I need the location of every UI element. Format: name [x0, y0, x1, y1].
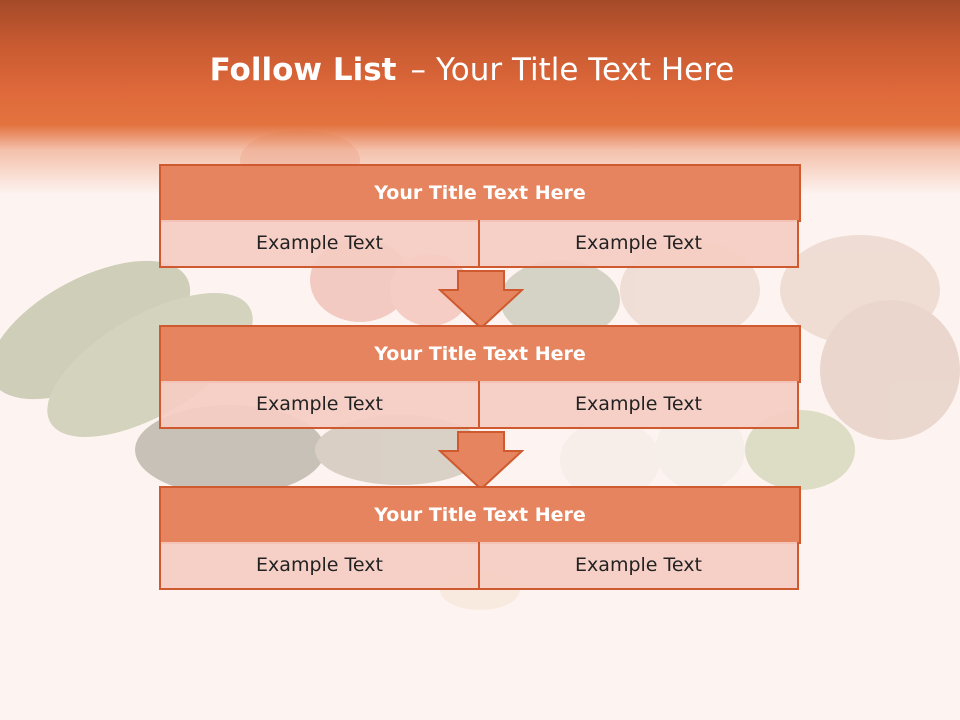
step-title: Your Title Text Here: [159, 486, 801, 544]
step-cell-right: Example Text: [478, 220, 799, 268]
title-rest: Your Title Text Here: [435, 52, 735, 88]
step-cell-left: Example Text: [159, 542, 480, 590]
step-cell-right: Example Text: [478, 542, 799, 590]
down-arrow-icon: [438, 270, 524, 330]
title-bold: Follow List: [209, 52, 397, 88]
step-title: Your Title Text Here: [159, 325, 801, 383]
step-cell-left: Example Text: [159, 381, 480, 429]
title-separator: –: [410, 52, 426, 88]
slide-title: Follow List–Your Title Text Here: [0, 52, 944, 88]
down-arrow-icon: [438, 431, 524, 491]
step-title: Your Title Text Here: [159, 164, 801, 222]
step-cell-left: Example Text: [159, 220, 480, 268]
step-cell-right: Example Text: [478, 381, 799, 429]
